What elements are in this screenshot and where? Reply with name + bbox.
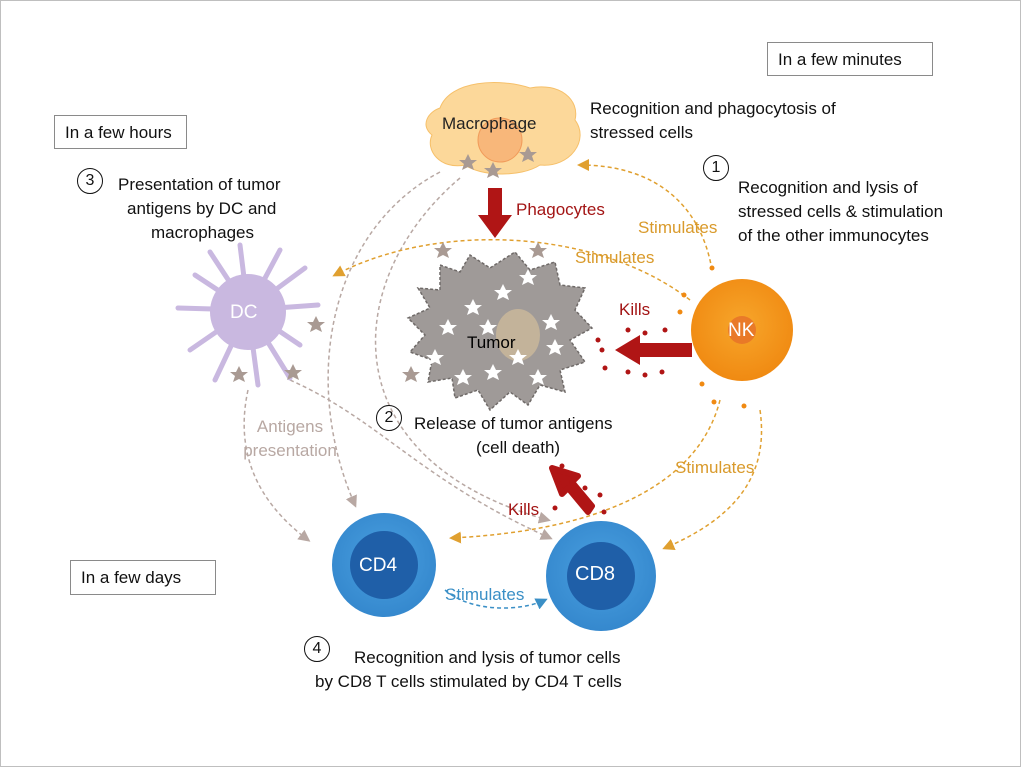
step-3-line-2: antigens by DC and [127, 199, 277, 218]
step-2-number: 2 [376, 405, 402, 431]
time-label-minutes-text: In a few minutes [778, 50, 902, 69]
step-3-number: 3 [77, 168, 103, 194]
step-2-line-1: Release of tumor antigens [414, 414, 613, 433]
step-4-number: 4 [304, 636, 330, 662]
nk-kills-arrow [615, 335, 692, 365]
dc-to-cd4-arrow [243, 389, 311, 542]
dc-cell [175, 242, 321, 388]
phagocytes-arrow [478, 188, 512, 238]
step-2-line-2: (cell death) [476, 438, 561, 457]
step-3-line-3: macrophages [151, 223, 255, 242]
cd8-label: CD8 [575, 563, 616, 585]
macrophage-to-cd8-arrow [374, 177, 551, 524]
nk-to-macrophage-arrow [577, 159, 713, 271]
macrophage-note-line-1: Recognition and phagocytosis of [590, 99, 836, 118]
dc-to-cd8-arrow [289, 379, 553, 540]
time-label-days-text: In a few days [81, 568, 182, 587]
time-label-hours: In a few hours [54, 115, 187, 149]
tumor-cell [402, 242, 594, 412]
step-3-line-1: Presentation of tumor [118, 175, 281, 194]
stimulates-mid-label: Stimulates [575, 248, 655, 267]
step-1-line-1: Recognition and lysis of [738, 178, 918, 197]
nk-to-cd8-arrow [662, 409, 763, 550]
kills-nk-label: Kills [619, 300, 651, 319]
nk-cell [677, 265, 793, 409]
macrophage-cell [425, 82, 581, 178]
antigens-presentation-line-2: presentation [243, 441, 337, 460]
stimulates-top-label: Stimulates [638, 218, 718, 237]
step-1-number: 1 [703, 155, 729, 181]
macrophage-label: Macrophage [442, 114, 537, 133]
phagocytes-label: Phagocytes [516, 200, 605, 219]
time-label-hours-text: In a few hours [65, 123, 172, 142]
nk-to-dc-arrow [332, 239, 691, 301]
step-4-line-1: Recognition and lysis of tumor cells [354, 648, 621, 667]
macrophage-to-cd4-arrow [327, 171, 441, 508]
antigens-presentation-line-1: Antigens [256, 417, 324, 436]
cd8-cell [546, 521, 656, 631]
time-label-minutes: In a few minutes [767, 42, 933, 76]
cd4-to-cd8-arrow [444, 589, 548, 610]
stimulates-cd4-label: Stimulates [445, 585, 525, 604]
cd8-kills-arrow [549, 465, 595, 515]
cd4-cell [332, 513, 436, 617]
step-4-line-2: by CD8 T cells stimulated by CD4 T cells [315, 672, 622, 691]
stimulates-right-label: Stimulates [675, 458, 755, 477]
macrophage-note-line-2: stressed cells [590, 123, 693, 142]
dc-label: DC [230, 302, 258, 323]
step-1-line-3: of the other immunocytes [738, 226, 929, 245]
kills-cd8-label: Kills [508, 500, 540, 519]
nk-label: NK [728, 320, 755, 341]
time-label-days: In a few days [70, 560, 216, 595]
cd4-label: CD4 [359, 555, 398, 576]
tumor-label: Tumor [467, 333, 516, 352]
step-1-line-2: stressed cells & stimulation [738, 202, 944, 221]
